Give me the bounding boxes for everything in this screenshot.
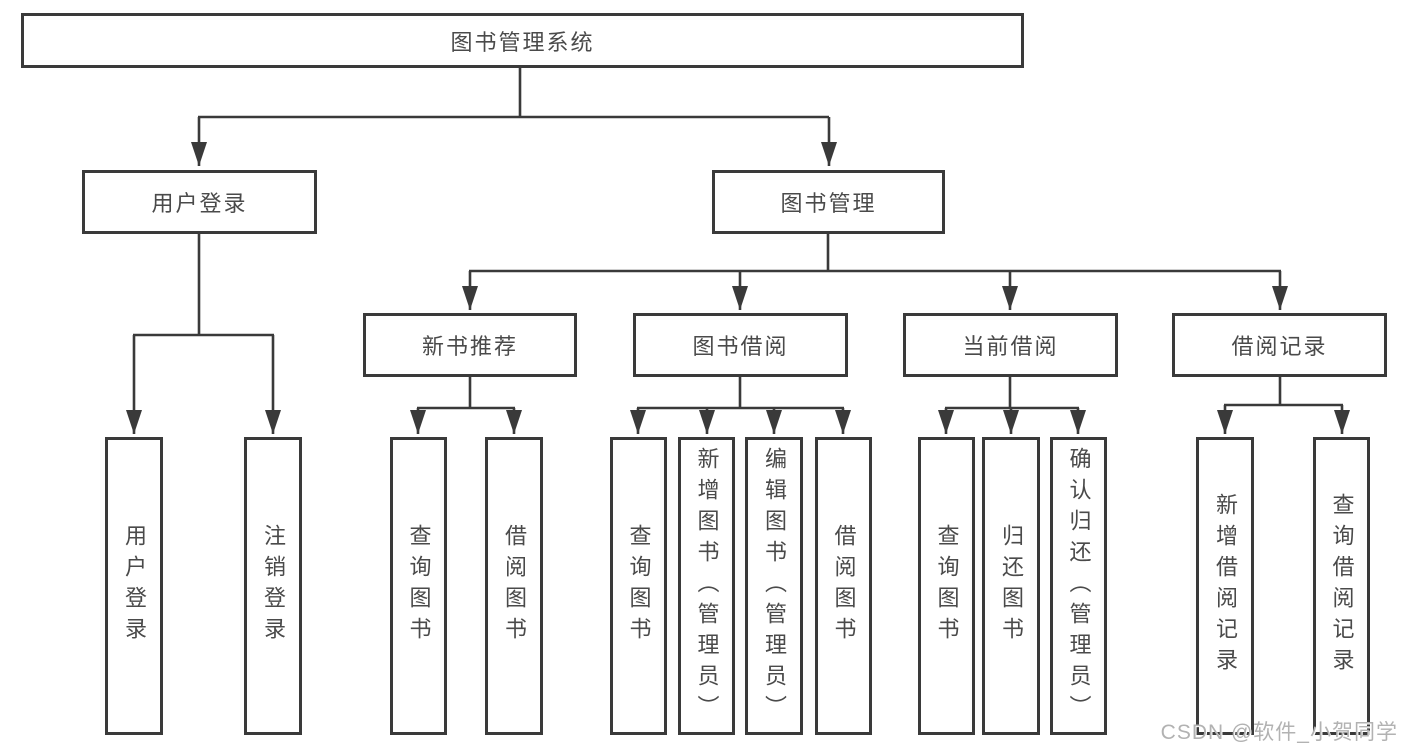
node-label: 编辑图书（管理员） xyxy=(762,446,787,726)
node-label: 归还图书 xyxy=(999,524,1024,648)
node-user-login: 用户登录 xyxy=(82,170,317,234)
node-label: 新增借阅记录 xyxy=(1213,493,1238,679)
node-label: 注销登录 xyxy=(261,524,286,648)
node-label: 当前借阅 xyxy=(962,334,1059,359)
leaf-confirm-return-admin: 确认归还（管理员） xyxy=(1050,437,1107,735)
leaf-logout: 注销登录 xyxy=(244,437,302,735)
node-label: 查询借阅记录 xyxy=(1329,493,1355,679)
node-label: 用户登录 xyxy=(122,524,147,648)
node-label: 图书管理 xyxy=(780,191,877,216)
node-book-borrowing: 图书借阅 xyxy=(633,313,848,377)
node-label: 新增图书（管理员） xyxy=(694,446,720,726)
node-label: 借阅图书 xyxy=(502,524,527,648)
node-label: 确认归还（管理员） xyxy=(1066,446,1092,726)
node-label: 用户登录 xyxy=(151,191,248,216)
leaf-add-borrow-record: 新增借阅记录 xyxy=(1196,437,1254,735)
leaf-add-books-admin: 新增图书（管理员） xyxy=(678,437,735,735)
node-book-management: 图书管理 xyxy=(712,170,945,234)
leaf-borrow-books: 借阅图书 xyxy=(815,437,872,735)
node-label: 查询图书 xyxy=(626,524,652,648)
node-new-book-recommendation: 新书推荐 xyxy=(363,313,577,377)
node-current-borrowing: 当前借阅 xyxy=(903,313,1118,377)
leaf-edit-books-admin: 编辑图书（管理员） xyxy=(745,437,803,735)
leaf-query-borrow-record: 查询借阅记录 xyxy=(1313,437,1370,735)
node-label: 借阅记录 xyxy=(1231,334,1328,359)
csdn-watermark: CSDN @软件_小贺同学 xyxy=(1160,721,1398,744)
leaf-query-books-borrowing: 查询图书 xyxy=(610,437,667,735)
node-label: 新书推荐 xyxy=(421,334,518,359)
leaf-user-login: 用户登录 xyxy=(105,437,163,735)
node-label: 查询图书 xyxy=(406,524,432,648)
node-label: 借阅图书 xyxy=(831,524,857,648)
leaf-query-books-current: 查询图书 xyxy=(918,437,975,735)
node-label: 图书管理系统 xyxy=(450,29,595,55)
leaf-borrow-books-recommend: 借阅图书 xyxy=(485,437,543,735)
node-label: 图书借阅 xyxy=(692,334,789,359)
leaf-query-books-recommend: 查询图书 xyxy=(390,437,447,735)
node-library-management-system: 图书管理系统 xyxy=(21,13,1024,68)
leaf-return-books: 归还图书 xyxy=(982,437,1040,735)
node-label: 查询图书 xyxy=(934,524,960,648)
node-borrowing-records: 借阅记录 xyxy=(1172,313,1387,377)
